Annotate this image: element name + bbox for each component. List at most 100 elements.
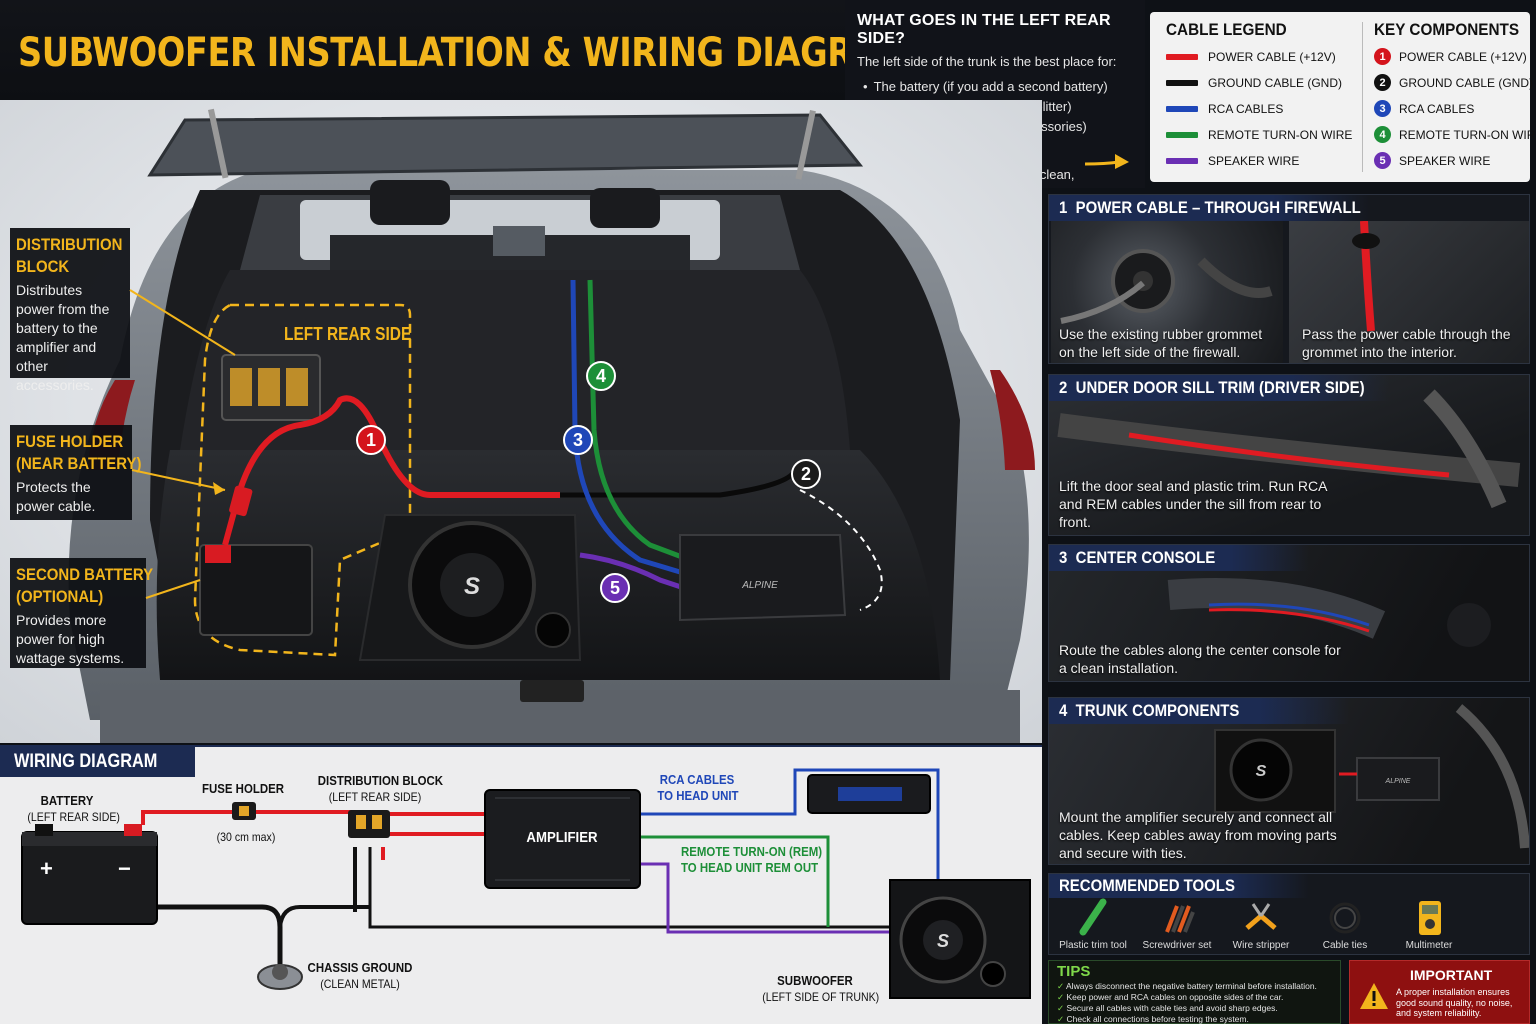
tip-item: Secure all cables with cable ties and av…	[1057, 1003, 1317, 1014]
tailgate	[147, 113, 864, 177]
door-sill-photo	[1049, 375, 1529, 535]
legend-label: RCA CABLES	[1208, 102, 1284, 116]
step-header: 4 TRUNK COMPONENTS	[1049, 698, 1349, 724]
remote-wire-photo	[587, 279, 691, 563]
rear-seatback	[180, 270, 850, 450]
rca-cable-swatch	[1166, 106, 1198, 112]
callout-title: (OPTIONAL)	[16, 587, 104, 606]
remote-wire-swatch	[1166, 132, 1198, 138]
wiring-diagram-drawing: + − S	[21, 768, 1031, 999]
important-panel: IMPORTANT A proper installation ensures …	[1349, 960, 1530, 1024]
key-label: SPEAKER WIRE	[1399, 153, 1491, 168]
legend-label: REMOTE TURN-ON WIRE	[1208, 128, 1353, 142]
latch	[520, 680, 584, 702]
important-text: A proper installation ensures good sound…	[1396, 987, 1513, 1018]
callout-title: FUSE HOLDER	[16, 432, 124, 451]
subwoofer-label: SUBWOOFER(LEFT SIDE OF TRUNK)	[762, 973, 880, 1004]
step-caption: Route the cables along the center consol…	[1059, 642, 1341, 676]
legend-row-ground: GROUND CABLE (GND)	[1166, 76, 1342, 90]
remote-turn-on-label: REMOTE TURN-ON (REM)TO HEAD UNIT REM OUT	[681, 844, 823, 875]
step-header: 2 UNDER DOOR SILL TRIM (DRIVER SIDE)	[1049, 375, 1389, 401]
amplifier-brand-small: ALPINE	[1385, 778, 1411, 785]
step-caption: Use the existing rubber grommet on the l…	[1059, 326, 1263, 360]
badge-power-cable: 1	[356, 425, 386, 455]
callout-title: DISTRIBUTION	[16, 235, 123, 254]
chassis-ground-label: CHASSIS GROUND(CLEAN METAL)	[307, 960, 413, 991]
amplifier-label: AMPLIFIER	[526, 829, 598, 846]
step-caption: Lift the door seal and plastic trim. Run…	[1059, 478, 1327, 530]
cable-legend-title: CABLE LEGEND	[1166, 20, 1287, 39]
step-header: 1 POWER CABLE – THROUGH FIREWALL	[1049, 195, 1369, 221]
key-label: GROUND CABLE (GND)	[1399, 75, 1534, 90]
legend-row-speaker: SPEAKER WIRE	[1166, 154, 1299, 168]
legend-divider	[1362, 22, 1363, 172]
callout-leaders	[129, 289, 236, 599]
legend-row-rca: RCA CABLES	[1166, 102, 1283, 116]
speaker-wire-swatch	[1166, 158, 1198, 164]
tips-title: TIPS	[1057, 963, 1091, 980]
badge-ground-cable: 2	[791, 459, 821, 489]
power-cable-photo	[222, 395, 560, 546]
battery-negative-terminal	[35, 824, 53, 836]
tools-title: RECOMMENDED TOOLS	[1059, 876, 1235, 895]
power-cable-grommet-photo	[1289, 221, 1529, 363]
step-number: 4	[1059, 701, 1068, 720]
wiring-title-text: WIRING DIAGRAM	[14, 751, 158, 772]
amplifier-brand-photo: ALPINE	[741, 580, 778, 591]
second-battery-photo	[199, 544, 313, 636]
tool-item: Plastic trim tool	[1051, 898, 1135, 951]
legend-label: POWER CABLE (+12V)	[1208, 50, 1336, 64]
step-title: 1 POWER CABLE – THROUGH FIREWALL	[1059, 198, 1361, 218]
callout-text: Provides more power for high wattage sys…	[16, 612, 125, 666]
callout-title: (NEAR BATTERY)	[16, 454, 142, 473]
tools-header: RECOMMENDED TOOLS	[1049, 874, 1309, 898]
cable-legend-panel: CABLE LEGEND KEY COMPONENTS POWER CABLE …	[1150, 12, 1536, 182]
headrest-right	[590, 188, 660, 228]
arrow-right-icon	[1084, 154, 1129, 169]
recommended-tools-panel: RECOMMENDED TOOLS Plastic trim tool Scre…	[1048, 873, 1530, 955]
step-panel-firewall: 1 POWER CABLE – THROUGH FIREWALL Use the…	[1048, 194, 1530, 364]
step-number: 3	[1059, 548, 1068, 567]
ground-wire	[368, 847, 890, 929]
step-panel-center-console: 3 CENTER CONSOLE Route the cables along …	[1048, 544, 1530, 682]
subwoofer-logo-photo: S	[464, 573, 480, 600]
tool-label: Plastic trim tool	[1059, 940, 1127, 951]
step-title: 3 CENTER CONSOLE	[1059, 548, 1215, 568]
key-row-1: 1 POWER CABLE (+12V)	[1374, 48, 1527, 65]
badge-rca-cables: 3	[563, 425, 593, 455]
second-battery-callout: SECOND BATTERY (OPTIONAL) Provides more …	[10, 558, 153, 668]
warning-icon	[1360, 983, 1388, 1009]
power-cable-swatch	[1166, 54, 1198, 60]
remote-wire	[640, 835, 830, 927]
key-number: 3	[1374, 100, 1391, 117]
key-components-title: KEY COMPONENTS	[1374, 20, 1520, 39]
subwoofer-port-photo	[535, 612, 571, 648]
legend-row-remote: REMOTE TURN-ON WIRE	[1166, 128, 1352, 142]
tailgate-strut-left	[208, 108, 229, 179]
legend-row-power: POWER CABLE (+12V)	[1166, 50, 1336, 64]
key-label: REMOTE TURN-ON WIRE	[1399, 127, 1536, 142]
tool-item: Cable ties	[1303, 898, 1387, 951]
wiring-diagram-panel: + − S WIRING DIAGRAM BATTERY(LEFT REAR S…	[0, 745, 1042, 1024]
battery-positive-terminal	[124, 824, 142, 836]
battery-minus-sign: −	[118, 856, 131, 881]
ground-wire	[150, 904, 283, 967]
left-rear-info-intro: The left side of the trunk is the best p…	[857, 54, 1117, 69]
step-caption: Pass the power cable through the grommet…	[1302, 326, 1511, 360]
tool-item: Multimeter	[1387, 898, 1471, 951]
headrest-left	[370, 180, 450, 225]
step-panel-door-sill: 2 UNDER DOOR SILL TRIM (DRIVER SIDE) Lif…	[1048, 374, 1530, 536]
key-number: 1	[1374, 48, 1391, 65]
tool-label: Screwdriver set	[1142, 940, 1212, 951]
key-label: POWER CABLE (+12V)	[1399, 49, 1527, 64]
tool-item: Screwdriver set	[1135, 898, 1219, 951]
head-unit-screen	[493, 226, 545, 256]
key-number: 2	[1374, 74, 1391, 91]
step-header: 3 CENTER CONSOLE	[1049, 545, 1309, 571]
tool-label: Cable ties	[1322, 940, 1368, 951]
fuse-holder-callout: FUSE HOLDER (NEAR BATTERY) Protects the …	[10, 425, 142, 520]
tip-item: Keep power and RCA cables on opposite si…	[1057, 992, 1317, 1003]
